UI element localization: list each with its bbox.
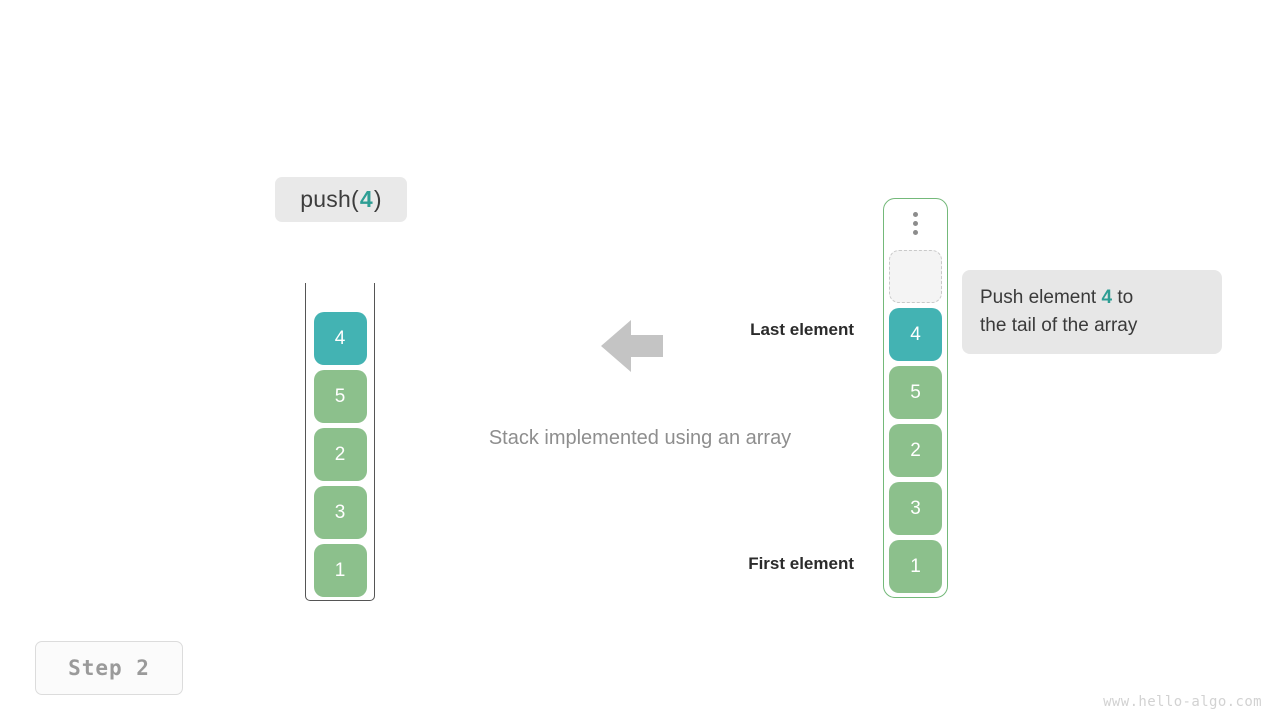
operation-suffix: ) bbox=[373, 186, 382, 212]
arrow-left-icon bbox=[601, 316, 663, 376]
stack-cell: 3 bbox=[313, 486, 367, 539]
stack-cell: 5 bbox=[313, 370, 367, 423]
array-cell: 4 bbox=[889, 308, 942, 361]
array-cell: 2 bbox=[889, 424, 942, 477]
diagram-caption: Stack implemented using an array bbox=[488, 427, 792, 449]
watermark: www.hello-algo.com bbox=[1103, 694, 1262, 710]
label-last-element: Last element bbox=[750, 320, 854, 339]
operation-prefix: push( bbox=[300, 186, 359, 212]
array-cell: 3 bbox=[889, 482, 942, 535]
array-diagram: 4 5 2 3 1 bbox=[883, 198, 948, 598]
array-cell-list: 4 5 2 3 1 bbox=[883, 250, 948, 593]
stack-cell: 2 bbox=[313, 428, 367, 481]
stack-cell: 1 bbox=[313, 544, 367, 597]
vertical-ellipsis-icon bbox=[883, 212, 948, 235]
tooltip-text-line2: the tail of the array bbox=[980, 315, 1138, 336]
step-badge: Step 2 bbox=[35, 641, 183, 695]
tooltip-accent-value: 4 bbox=[1101, 287, 1113, 308]
stack-cell: 4 bbox=[313, 312, 367, 365]
stack-diagram: 4 5 2 3 1 bbox=[305, 283, 375, 601]
array-empty-slot bbox=[889, 250, 942, 303]
array-cell: 1 bbox=[889, 540, 942, 593]
array-cell: 5 bbox=[889, 366, 942, 419]
tooltip-text-before: Push element bbox=[980, 287, 1102, 308]
annotation-tooltip: Push element 4 to the tail of the array bbox=[962, 270, 1222, 354]
operation-label: push(4) bbox=[275, 177, 407, 222]
label-first-element: First element bbox=[748, 554, 854, 573]
tooltip-text-after: to bbox=[1112, 287, 1134, 308]
operation-value: 4 bbox=[359, 186, 373, 212]
stack-cell-list: 4 5 2 3 1 bbox=[305, 312, 375, 597]
